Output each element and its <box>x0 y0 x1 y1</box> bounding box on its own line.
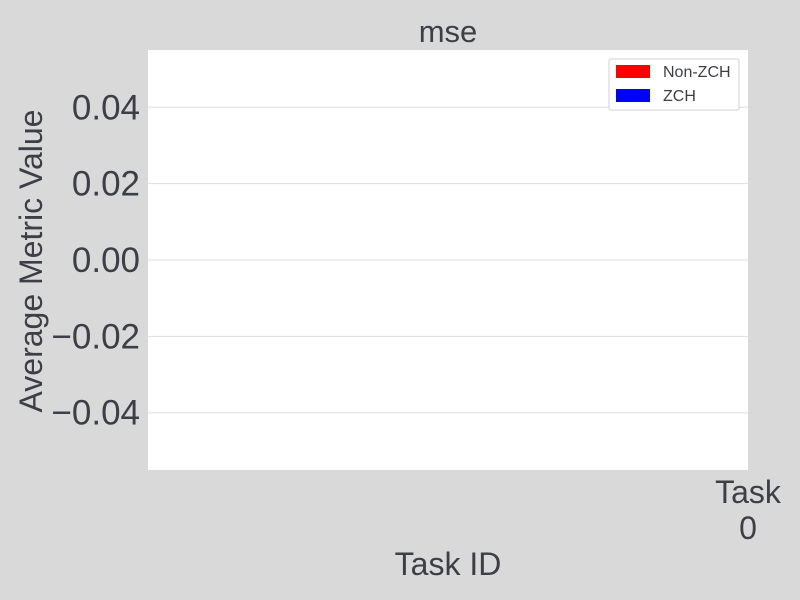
y-axis-label: Average Metric Value <box>13 110 49 413</box>
legend-swatch-non-zch <box>616 65 650 78</box>
x-axis-label: Task ID <box>395 546 502 582</box>
y-tick-labels: −0.04 −0.02 0.00 0.02 0.04 <box>51 88 140 432</box>
chart-title: mse <box>419 14 478 49</box>
legend: Non-ZCH ZCH <box>608 58 740 111</box>
y-tick-label: −0.02 <box>51 317 140 356</box>
legend-label-non-zch: Non-ZCH <box>663 64 731 81</box>
y-tick-label: 0.02 <box>72 165 140 204</box>
legend-swatch-zch <box>616 89 650 102</box>
grid-lines <box>148 106 748 414</box>
y-tick-label: 0.04 <box>72 88 140 127</box>
legend-label-zch: ZCH <box>663 88 696 105</box>
y-tick-label: 0.00 <box>72 241 140 280</box>
y-tick-label: −0.04 <box>51 394 140 433</box>
